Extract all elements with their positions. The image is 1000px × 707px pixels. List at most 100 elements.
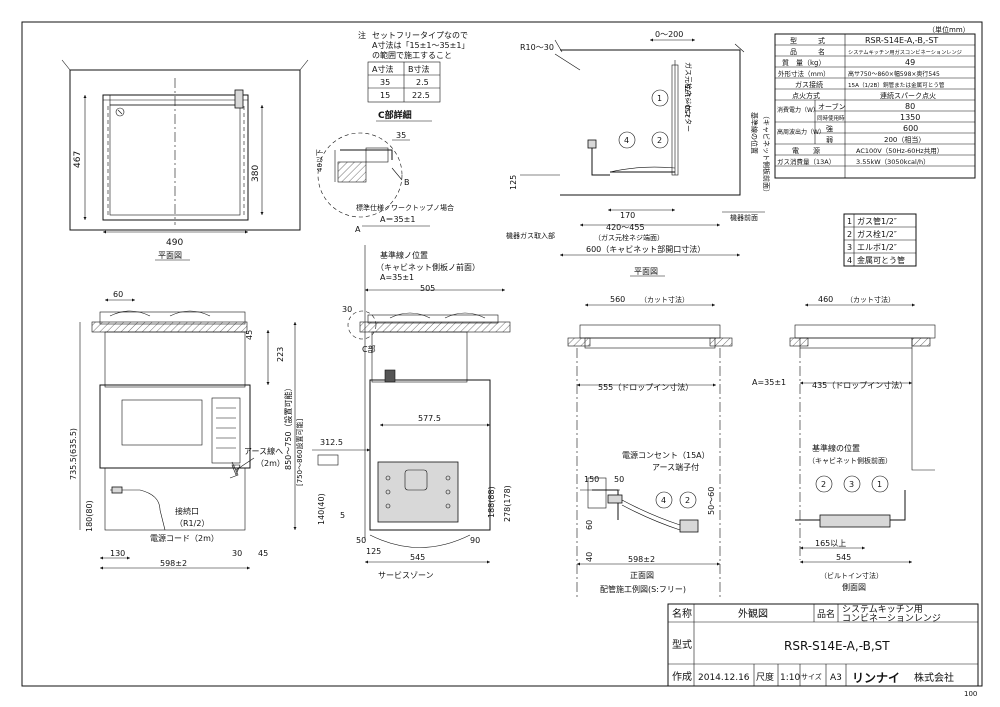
earth-wire: アース線へ [244, 446, 283, 456]
legend-name: エルボ1/2″ [857, 243, 897, 252]
cabinet-front-label: 機器前面 [730, 213, 758, 222]
ref-line-sub: （キャビネット側板ノ前面） [376, 262, 480, 272]
a-35-right: A=35±1 [752, 378, 786, 387]
install-range: 850～750（設置可能） [283, 383, 293, 470]
tb-scale-label: 尺度 [756, 671, 774, 683]
power-cord-label: 電源コード（2m） [150, 534, 219, 543]
dim-150: 150 [584, 475, 599, 484]
dim-380: 380 [251, 165, 261, 182]
front-view-left: 60 45 223 850～750（設置可能） [750～860設置可能] 73… [69, 290, 304, 570]
tb-product-l1: システムキッチン用 [842, 604, 923, 615]
note-cell: 22.5 [412, 91, 430, 100]
plan-view-label: 平面図 [158, 251, 182, 260]
note-col-a: A寸法 [372, 64, 393, 74]
std-worktop-label: 標準仕様ノワークトップノ場合 [356, 203, 454, 212]
spec-product-label: 品 名 [790, 47, 825, 56]
gas-intake-label: 機器ガス取入部 [506, 231, 555, 240]
c-detail-view: 35 B 40以下 標準仕様ノワークトップノ場合 A＝35±1 A [316, 131, 454, 234]
dim-125-top: 125 [509, 175, 518, 190]
plan-view-left: 467 380 490 平面図 [61, 59, 309, 261]
legend-name: ガス栓1/2″ [857, 229, 897, 239]
r-label: R10～30 [520, 43, 554, 52]
tb-product-label: 品名 [817, 608, 835, 620]
dim-188: 188(88) [487, 486, 496, 518]
dim-40: 40 [585, 552, 594, 562]
spec-hf-label: 高周波出力（W） [777, 128, 825, 136]
legend-num: 3 [847, 243, 852, 252]
tb-name: 外観図 [738, 607, 768, 620]
spec-size: 高サ750～860×幅598×奥行545 [848, 70, 940, 78]
note-col-b: B寸法 [408, 64, 430, 74]
ref-line-2-sub: （キャビネット側板前面） [808, 456, 892, 465]
spec-simul: 1350 [900, 113, 920, 122]
sheet-border [21, 21, 983, 687]
dim-0-200: 0～200 [655, 30, 683, 39]
a-35-label: A＝35±1 [380, 215, 415, 224]
gas-range: 420～455 [606, 223, 645, 232]
spec-oven: 80 [905, 102, 915, 111]
dim-130: 130 [110, 549, 125, 558]
earth-term-label: アース端子付 [652, 462, 699, 472]
tb-company-suffix: 株式会社 [914, 671, 954, 684]
note-cell: 2.5 [416, 78, 429, 87]
tb-size: A3 [830, 673, 842, 683]
balloon-2-front: 2 [685, 496, 690, 505]
cab-width: 600（キャビネット部開口寸法） [586, 244, 705, 254]
dim-45: 45 [245, 330, 254, 340]
height-range: 735.5(635.5) [69, 428, 78, 480]
balloon-1-top: 1 [657, 94, 662, 103]
spec-gas-conn-label: ガス接続 [795, 80, 823, 89]
spec-model: RSR-S14E-A,-B,-ST [865, 36, 938, 45]
legend-num: 4 [847, 256, 852, 265]
tb-model: RSR-S14E-A,-B,ST [784, 639, 890, 653]
dim-50: 50 [356, 536, 366, 545]
cut-560-sub: （カット寸法） [640, 295, 689, 304]
dim-490: 490 [166, 238, 183, 248]
dim-60: 60 [113, 290, 123, 299]
piping-example-label: 配管施工例図(S:フリー) [600, 584, 686, 594]
tb-company-brand: リンナイ [852, 671, 900, 685]
spec-weak: 200（相当） [884, 135, 925, 144]
dim-312: 312.5 [320, 438, 343, 447]
front-view-label: 正面図 [630, 571, 654, 580]
note-title: 注 [358, 30, 366, 40]
spec-gas-cons: 3.55kW（3050kcal/h） [856, 158, 930, 166]
dim-223: 223 [276, 347, 285, 362]
dim-30: 30 [232, 549, 242, 558]
service-zone: サービスゾーン [378, 571, 434, 580]
tb-date-label: 作成 [672, 671, 692, 683]
connector-sub: （R1/2） [175, 519, 209, 528]
tb-name-label: 名称 [672, 607, 692, 620]
earth-wire-sub: （2m） [256, 459, 285, 468]
c-detail-b: B [404, 178, 410, 187]
gas-range-sub: （ガス元栓ネジ端面） [594, 233, 664, 242]
spec-ignition: 連続スパーク点火 [880, 91, 936, 100]
gas-center-label: ガス元栓ネジセンター [684, 62, 693, 132]
install-range-2: [750～860設置可能] [295, 419, 304, 486]
c-detail-35: 35 [396, 131, 406, 140]
balloon-3-side: 3 [849, 480, 854, 489]
tb-sheet-num: 100 [964, 690, 977, 698]
legend-name: 金属可とう管 [857, 255, 905, 265]
dim-505: 505 [420, 284, 435, 293]
spec-weight-label: 質 量（kg） [782, 58, 826, 67]
drop-435: 435（ドロップイン寸法） [812, 380, 907, 390]
a-marker: A [355, 225, 361, 234]
c-part-label: C部 [362, 344, 376, 354]
spec-strong: 600 [903, 124, 918, 133]
note-line-3: の範囲で施工すること [372, 50, 452, 60]
cut-460: 460 [818, 295, 833, 304]
dim-30-side: 30 [342, 305, 352, 314]
note-line-1: セットフリータイプなので [372, 31, 468, 40]
spec-size-label: 外形寸法（mm） [778, 69, 830, 78]
tb-size-label: サイズ [801, 672, 822, 681]
spec-ignition-label: 点火方式 [792, 91, 820, 100]
drop-555: 555（ドロップイン寸法） [598, 382, 693, 392]
note-cell: 15 [380, 91, 390, 100]
legend-num: 1 [847, 217, 852, 226]
a-35-center: A=35±1 [380, 273, 414, 282]
dim-50-60: 50～60 [707, 487, 716, 515]
plan-view-label-2: 平面図 [634, 267, 658, 276]
spec-power-src-label: 電 源 [792, 146, 820, 155]
balloon-4-top: 4 [624, 136, 629, 145]
